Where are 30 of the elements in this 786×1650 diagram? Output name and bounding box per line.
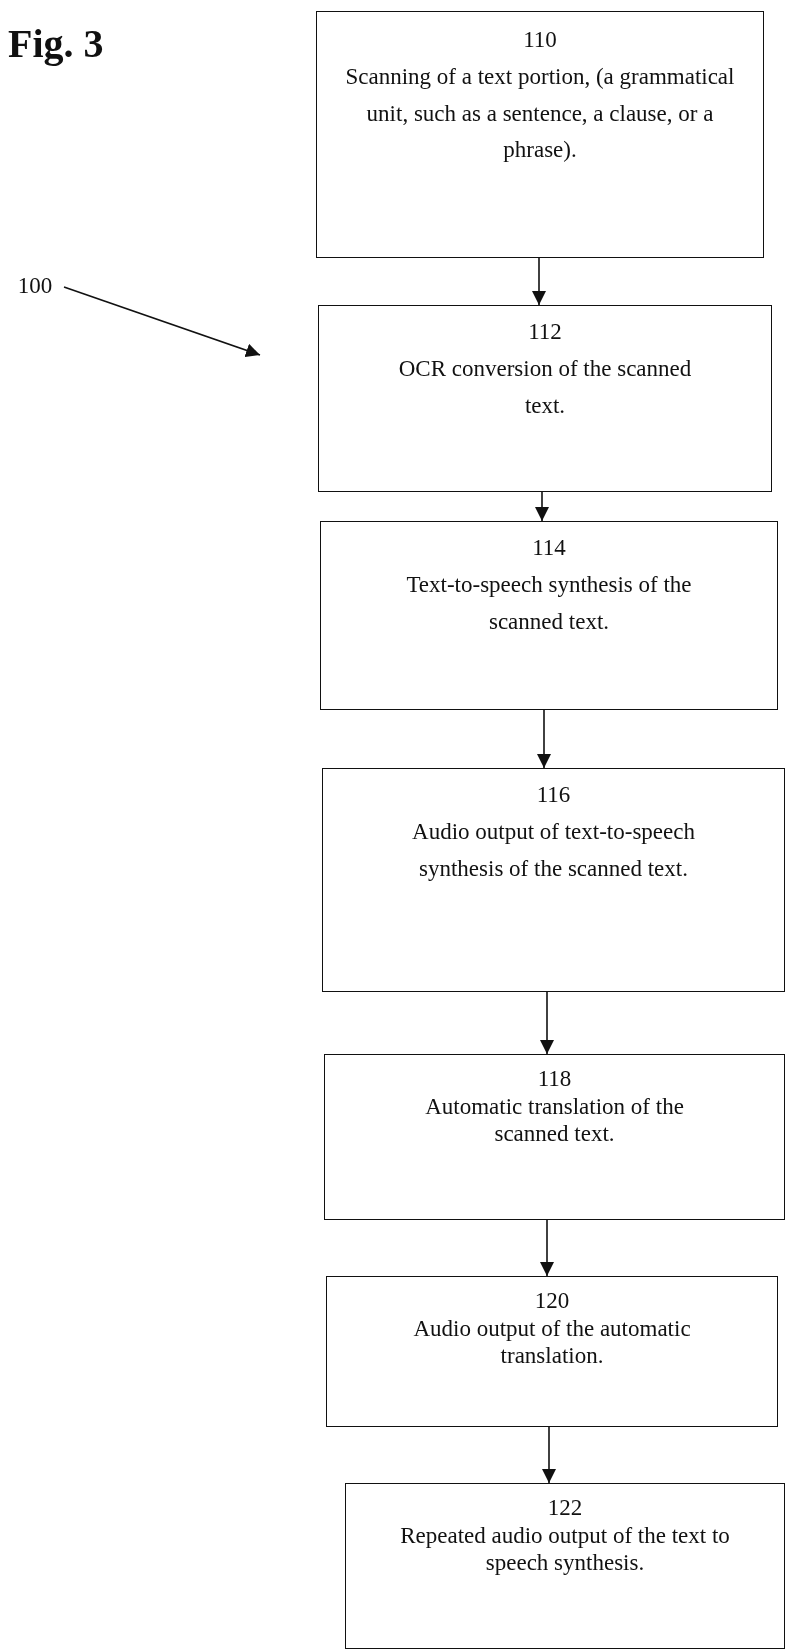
reference-numeral: 100 [17, 272, 53, 300]
step-number: 114 [531, 534, 567, 562]
process-box [326, 1276, 778, 1427]
arrow [535, 491, 549, 522]
step-description: Text-to-speech synthesis of the scanned text. [405, 570, 693, 636]
step-number: 112 [527, 318, 563, 346]
step-description: Repeated audio output of the text to speech synthesis. [399, 1521, 731, 1577]
step-number: 116 [535, 781, 572, 809]
process-box [324, 1054, 785, 1220]
arrow [532, 257, 546, 306]
arrow [540, 991, 554, 1055]
arrow [540, 1219, 554, 1277]
step-number: 118 [536, 1065, 573, 1093]
step-description: Audio output of the automatic translation. [412, 1314, 692, 1370]
process-box [316, 11, 764, 258]
process-box [320, 521, 778, 710]
process-box [345, 1483, 785, 1649]
step-description: OCR conversion of the scanned text. [397, 354, 693, 420]
step-number: 120 [533, 1287, 571, 1315]
step-description: Audio output of text-to-speech synthesis of the scanned text. [411, 817, 696, 883]
step-description: Automatic translation of the scanned text. [424, 1092, 685, 1148]
figure-title: Fig. 3 [8, 20, 104, 67]
arrow [537, 709, 551, 769]
process-box [318, 305, 772, 492]
reference-arrow [63, 286, 261, 357]
step-description: Scanning of a text portion, (a grammatical unit, such as a sentence, a clause, or a phrase). [345, 62, 735, 165]
step-number: 122 [546, 1494, 584, 1522]
process-box [322, 768, 785, 992]
arrow [542, 1426, 556, 1484]
step-number: 110 [522, 26, 558, 54]
